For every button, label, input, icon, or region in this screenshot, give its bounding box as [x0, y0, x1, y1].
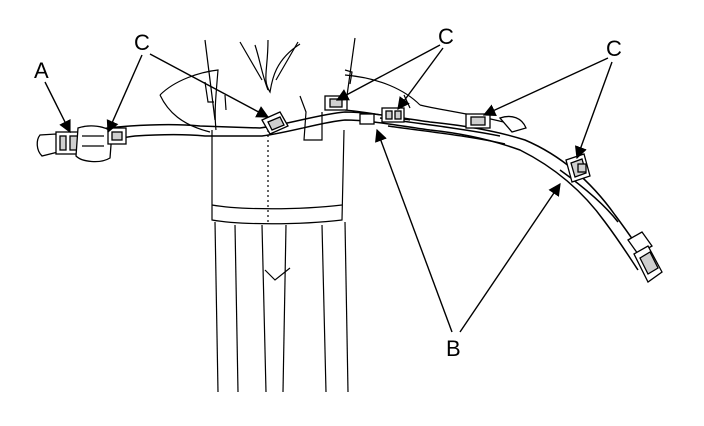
- clip-c-4: [359, 107, 405, 125]
- clip-c-1: [107, 127, 127, 145]
- callout-labels: A C C C B: [34, 24, 622, 361]
- seat-figure: [159, 37, 516, 393]
- end-connector: [627, 231, 663, 283]
- label-c-left: C: [134, 30, 150, 55]
- label-c-middle: C: [438, 24, 454, 49]
- clip-c-6: [565, 153, 591, 183]
- connector-a: [36, 125, 113, 163]
- clip-c-5: [465, 113, 527, 133]
- clip-c-3: [324, 95, 348, 111]
- callout-leaders: [44, 44, 613, 333]
- label-b: B: [446, 336, 461, 361]
- label-a: A: [34, 58, 49, 83]
- label-c-right: C: [606, 36, 622, 61]
